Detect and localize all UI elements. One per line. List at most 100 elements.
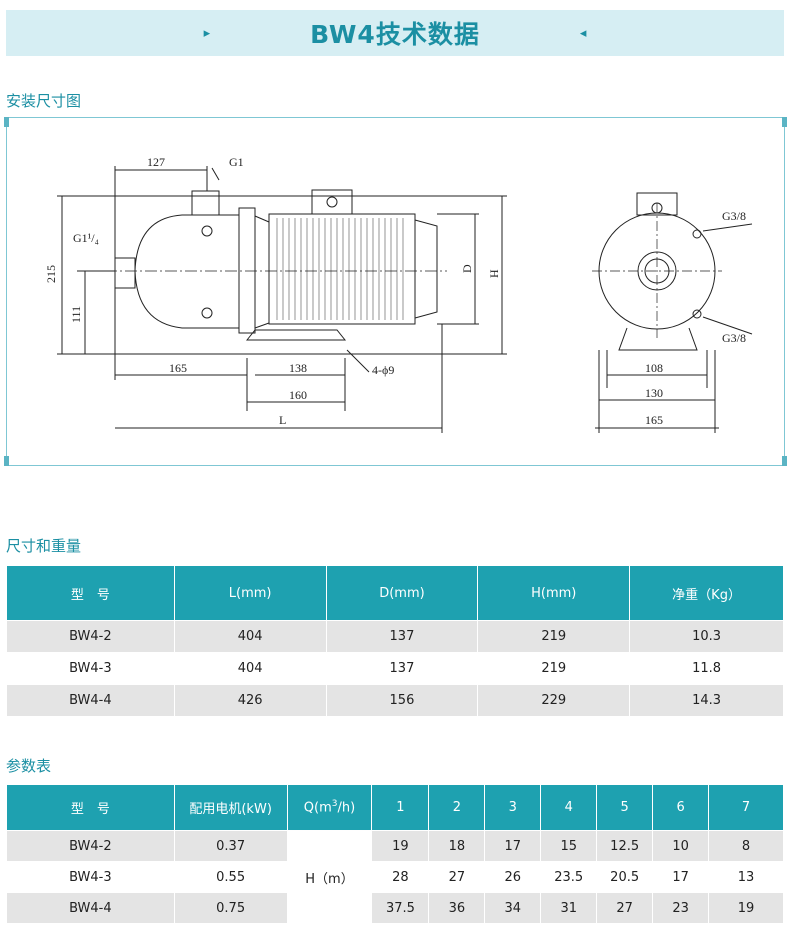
table-cell: 10 <box>652 830 710 862</box>
table-cell: 23.5 <box>540 861 598 893</box>
table-cell: 404 <box>173 620 327 653</box>
dim-L-label: L <box>279 413 286 427</box>
params-header-motor: 配用电机(kW) <box>173 784 288 831</box>
table-cell: BW4-4 <box>6 892 175 924</box>
table-row: BW4-3 404 137 219 11.8 <box>6 652 784 685</box>
table-cell: 26 <box>484 861 542 893</box>
table-cell: 15 <box>540 830 598 862</box>
dim-111-label: 111 <box>69 306 83 323</box>
dims-header-H: H(mm) <box>477 565 631 621</box>
page-title: BW4技术数据 <box>310 20 480 49</box>
front-view-outlet <box>636 192 678 216</box>
params-header-q1: 1 <box>371 784 430 831</box>
table-cell: 11.8 <box>629 652 784 685</box>
dim-160-label: 160 <box>289 388 307 402</box>
g38-top-label: G3/8 <box>722 209 746 223</box>
params-header-q5: 5 <box>596 784 654 831</box>
dim-130-label: 130 <box>645 386 663 400</box>
dims-header-D: D(mm) <box>325 565 479 621</box>
table-cell: 404 <box>173 652 327 685</box>
table-cell: 10.3 <box>629 620 784 653</box>
dim-138-label: 138 <box>289 361 307 375</box>
table-cell: 219 <box>477 620 631 653</box>
hole-label: 4-ϕ9 <box>372 363 394 377</box>
table-cell: 37.5 <box>371 892 430 924</box>
table-cell: 14.3 <box>629 684 784 717</box>
dim-165-label: 165 <box>169 361 187 375</box>
params-header-model: 型 号 <box>6 784 175 831</box>
table-cell: 27 <box>428 861 486 893</box>
table-cell: 19 <box>708 892 784 924</box>
table-cell: 12.5 <box>596 830 654 862</box>
dim-215-label: 215 <box>44 265 58 283</box>
table-row: BW4-2 404 137 219 10.3 <box>6 620 784 653</box>
head-unit-label: H（m） <box>286 830 373 924</box>
table-cell: 156 <box>325 684 479 717</box>
dim-g1-label: G1 <box>229 155 244 169</box>
pump-dimension-svg: 127 G1 G1¹/₄ 215 111 165 138 4-ϕ9 160 L … <box>44 155 753 433</box>
table-cell: 0.55 <box>173 861 288 893</box>
title-right-arrow-icon: ◂ <box>579 25 587 41</box>
table-cell: 23 <box>652 892 710 924</box>
table-cell: 17 <box>484 830 542 862</box>
dim-165b-label: 165 <box>645 413 663 427</box>
table-cell: 27 <box>596 892 654 924</box>
table-cell: 229 <box>477 684 631 717</box>
table-cell: BW4-2 <box>6 830 175 862</box>
params-header-q2: 2 <box>428 784 486 831</box>
table-cell: 18 <box>428 830 486 862</box>
params-header-q7: 7 <box>708 784 784 831</box>
params-header-flow: Q(m3/h) <box>286 784 373 831</box>
installation-drawing: 127 G1 G1¹/₄ 215 111 165 138 4-ϕ9 160 L … <box>4 117 787 466</box>
dim-108-label: 108 <box>645 361 663 375</box>
table-cell: 36 <box>428 892 486 924</box>
table-cell: 426 <box>173 684 327 717</box>
table-cell: 8 <box>708 830 784 862</box>
table-cell: 0.37 <box>173 830 288 862</box>
table-cell: BW4-4 <box>6 684 175 717</box>
pump-flange <box>238 207 256 334</box>
terminal-bolt <box>326 196 338 208</box>
dims-header-model: 型 号 <box>6 565 175 621</box>
motor-endcap <box>414 219 438 319</box>
table-cell: 0.75 <box>173 892 288 924</box>
table-cell: 137 <box>325 652 479 685</box>
table-cell: 31 <box>540 892 598 924</box>
title-banner: ▸ BW4技术数据 ◂ <box>6 10 784 56</box>
dims-table: 型 号 L(mm) D(mm) H(mm) 净重（Kg） BW4-2 404 1… <box>6 565 784 717</box>
dims-header-weight: 净重（Kg） <box>629 565 784 621</box>
table-cell: 219 <box>477 652 631 685</box>
dims-table-header: 型 号 L(mm) D(mm) H(mm) 净重（Kg） <box>6 565 784 621</box>
table-cell: 19 <box>371 830 430 862</box>
bolt-bottom <box>201 307 213 319</box>
outlet-port <box>191 190 220 216</box>
pump-base <box>245 329 347 341</box>
params-header-q3: 3 <box>484 784 542 831</box>
table-cell: 17 <box>652 861 710 893</box>
table-cell: 137 <box>325 620 479 653</box>
section-title-dims: 尺寸和重量 <box>6 537 82 555</box>
inlet-port <box>114 257 136 289</box>
table-row: BW4-4 0.75 37.5 36 34 31 27 23 19 <box>6 892 784 924</box>
dim-g1-quarter-label: G1¹/₄ <box>73 231 99 245</box>
table-row: BW4-3 0.55 28 27 26 23.5 20.5 17 13 <box>6 861 784 893</box>
table-cell: 20.5 <box>596 861 654 893</box>
dims-header-L: L(mm) <box>173 565 327 621</box>
table-cell: BW4-2 <box>6 620 175 653</box>
title-left-arrow-icon: ▸ <box>203 25 211 41</box>
g38-bottom-label: G3/8 <box>722 331 746 345</box>
front-view-base <box>618 327 698 351</box>
adapter <box>254 215 270 329</box>
section-title-params: 参数表 <box>6 757 52 775</box>
params-header-q6: 6 <box>652 784 710 831</box>
table-cell: BW4-3 <box>6 652 175 685</box>
bolt-top <box>201 225 213 237</box>
dim-D-label: D <box>460 264 474 273</box>
params-header-q4: 4 <box>540 784 598 831</box>
table-cell: 28 <box>371 861 430 893</box>
section-title-install: 安装尺寸图 <box>6 92 82 110</box>
terminal-box <box>311 189 353 215</box>
table-row: BW4-4 426 156 229 14.3 <box>6 684 784 717</box>
params-table-header: 型 号 配用电机(kW) Q(m3/h) 1 2 3 4 5 6 7 <box>6 784 784 831</box>
params-table: 型 号 配用电机(kW) Q(m3/h) 1 2 3 4 5 6 7 BW4-2… <box>6 784 784 924</box>
